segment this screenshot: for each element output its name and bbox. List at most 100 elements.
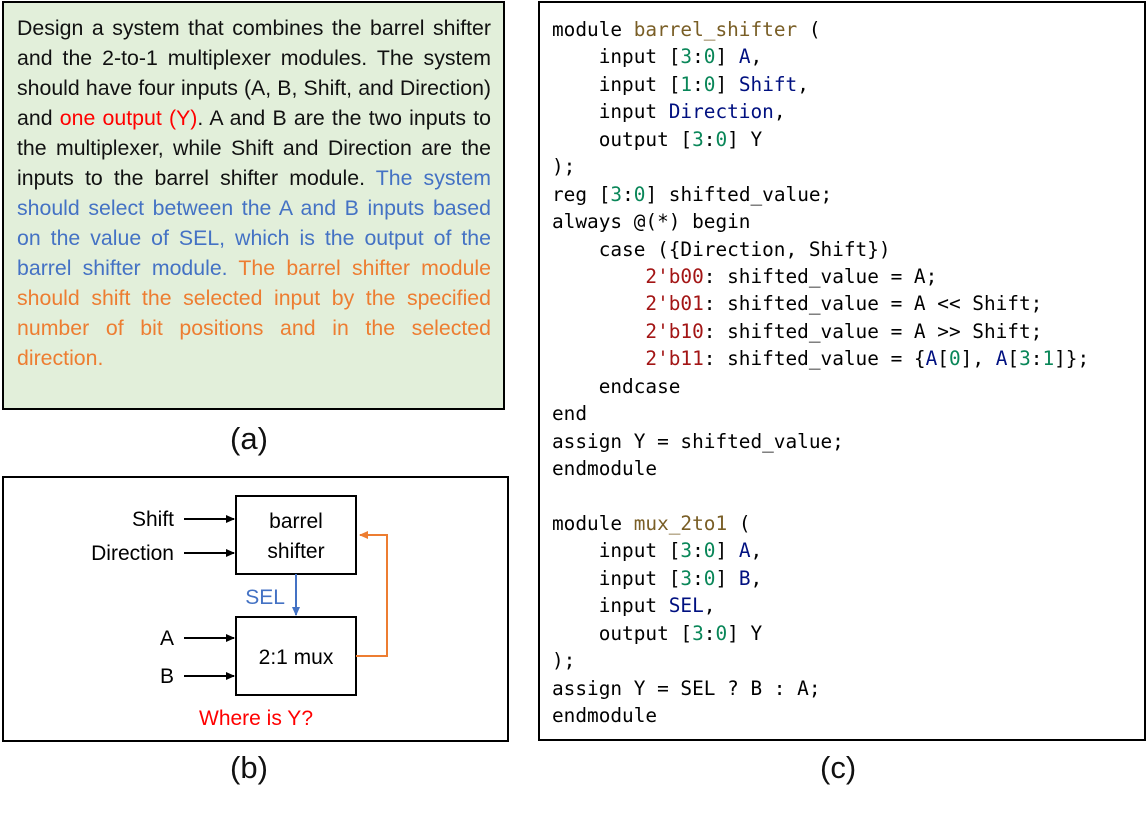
mux-label: 2:1 mux — [259, 646, 334, 669]
mux-block — [235, 616, 357, 696]
code-line: 2'b10: shifted_value = A >> Shift; — [552, 318, 1144, 345]
code-token: : — [622, 182, 634, 206]
code-line: case ({Direction, Shift}) — [552, 236, 1144, 263]
code-line: 2'b11: shifted_value = {A[0], A[3:1]}; — [552, 345, 1144, 372]
code-line: input [1:0] Shift, — [552, 71, 1144, 98]
code-token: input — [552, 594, 669, 618]
code-token: , — [750, 539, 763, 563]
code-line: endcase — [552, 373, 1144, 400]
code-line: module barrel_shifter ( — [552, 16, 1144, 43]
code-line: endmodule — [552, 455, 1144, 482]
code-token: ] — [715, 45, 739, 69]
feedback-arrow — [356, 531, 388, 657]
caption-b: (b) — [230, 750, 268, 785]
code-token: : — [692, 45, 704, 69]
caption-a: (a) — [230, 421, 268, 456]
code-token: 0 — [715, 127, 728, 151]
code-token: mux_2to1 — [633, 511, 728, 535]
where-is-y-label: Where is Y? — [199, 707, 313, 730]
code-token: ] — [715, 72, 739, 96]
code-token: [ — [937, 347, 949, 371]
code-line: input SEL, — [552, 592, 1144, 619]
code-token: : — [1030, 347, 1043, 371]
code-token: input [ — [552, 72, 681, 96]
code-token: : shifted_value = A << Shift; — [703, 292, 1043, 316]
code-token: 2'b10 — [645, 319, 704, 343]
code-token: 0 — [703, 72, 716, 96]
code-token: end — [552, 402, 588, 426]
desc-segment-output-y: one output (Y) — [59, 106, 198, 130]
code-token: 0 — [633, 182, 646, 206]
code-token: [ — [1007, 347, 1020, 371]
desc-segment-0: Design a system that combines the barrel… — [17, 16, 491, 130]
code-token: A — [738, 539, 751, 563]
code-line: reg [3:0] shifted_value; — [552, 181, 1144, 208]
code-token: , — [797, 72, 809, 96]
code-token: 0 — [703, 566, 716, 590]
code-token: : — [692, 566, 704, 590]
desc-segment-shift: The barrel shifter module should shift t… — [17, 256, 491, 370]
barrel-shifter-block — [235, 495, 357, 575]
input-shift-label: Shift — [132, 508, 174, 531]
code-line: end — [552, 400, 1144, 427]
task-description-text: Design a system that combines the barrel… — [17, 13, 491, 373]
code-token: assign Y = SEL ? B : A; — [552, 676, 821, 700]
code-line: endmodule — [552, 702, 1144, 729]
code-token: output [ — [552, 621, 693, 645]
code-line: ); — [552, 153, 1144, 180]
code-token — [552, 265, 645, 288]
code-token: ); — [552, 155, 576, 179]
code-token: Shift — [738, 72, 798, 96]
code-token: ( — [797, 18, 821, 41]
code-token: ( — [727, 511, 751, 535]
code-token: A — [925, 347, 938, 371]
code-token: SEL — [668, 594, 704, 618]
code-token: barrel_shifter — [633, 18, 798, 41]
code-token: 2'b00 — [645, 264, 704, 288]
code-token: 0 — [715, 621, 728, 645]
code-line: input [3:0] B, — [552, 565, 1144, 592]
code-token: ] — [715, 539, 739, 563]
code-line — [552, 482, 1144, 509]
code-token: , — [750, 566, 763, 590]
code-token: input — [552, 100, 669, 124]
code-line: output [3:0] Y — [552, 126, 1144, 153]
code-token: ]}; — [1054, 347, 1090, 371]
code-token: 2'b01 — [645, 292, 704, 316]
code-token: , — [750, 45, 763, 69]
sel-label: SEL — [245, 586, 285, 609]
code-token: 1 — [680, 72, 693, 96]
code-token: ] shifted_value; — [645, 182, 833, 206]
code-token: output [ — [552, 127, 693, 151]
code-token: : shifted_value = A >> Shift; — [703, 319, 1043, 343]
code-token: 0 — [703, 45, 716, 69]
code-token: : — [703, 127, 716, 151]
code-token: input [ — [552, 566, 681, 590]
code-token: case ({Direction, Shift}) — [552, 237, 891, 261]
code-token — [552, 347, 645, 370]
barrel-shifter-label-1: barrel — [269, 510, 323, 533]
code-line: assign Y = shifted_value; — [552, 428, 1144, 455]
code-block: module barrel_shifter ( input [3:0] A, i… — [552, 16, 1144, 729]
code-line: output [3:0] Y — [552, 620, 1144, 647]
code-token: , — [703, 594, 716, 618]
block-diagram-panel: barrel shifter 2:1 mux Shift Direction A… — [2, 476, 509, 742]
code-token: endmodule — [552, 703, 658, 727]
block-diagram: barrel shifter 2:1 mux Shift Direction A… — [91, 495, 388, 730]
code-line: ); — [552, 647, 1144, 674]
code-token: ] Y — [727, 621, 763, 645]
code-line: 2'b01: shifted_value = A << Shift; — [552, 290, 1144, 317]
code-token: Direction — [668, 100, 774, 124]
code-token: 1 — [1042, 347, 1055, 371]
desc-segment-select: The system should select between the A a… — [17, 166, 491, 280]
code-token — [552, 292, 645, 315]
code-token — [552, 320, 645, 343]
code-line: input [3:0] A, — [552, 43, 1144, 70]
code-token: A — [995, 347, 1008, 371]
code-token: B — [738, 566, 751, 590]
barrel-shifter-label-2: shifter — [267, 540, 324, 563]
code-token: : shifted_value = { — [703, 347, 926, 371]
code-token: 0 — [703, 539, 716, 563]
code-token: ] — [715, 566, 739, 590]
code-token: ); — [552, 649, 576, 673]
